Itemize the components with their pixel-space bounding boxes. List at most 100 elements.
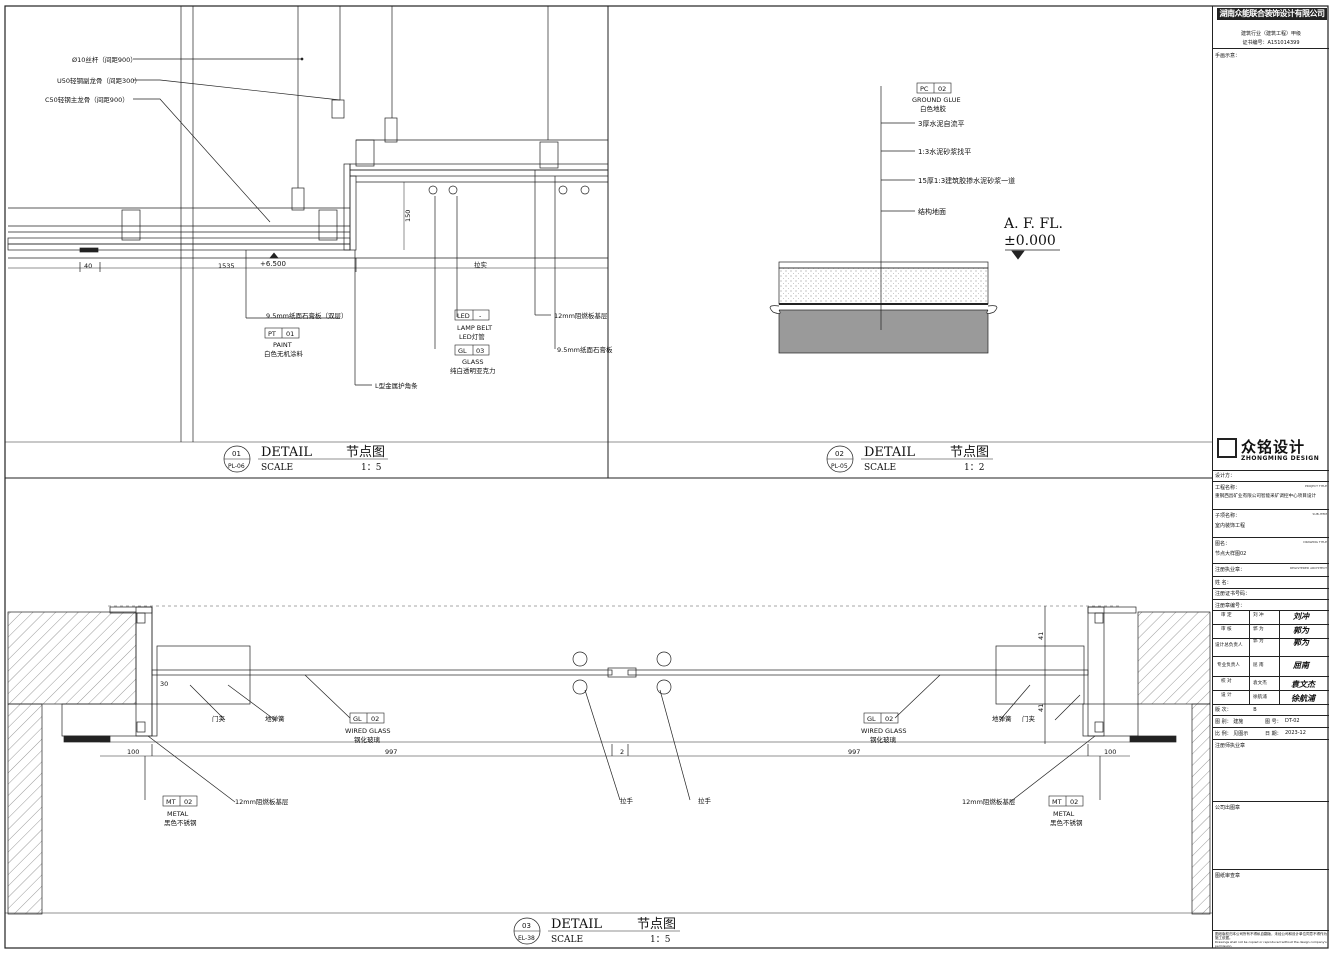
afl-value: ±0.000 — [1004, 233, 1056, 249]
name-label: 姓 名： — [1215, 580, 1232, 586]
svg-text:GL: GL — [867, 715, 876, 723]
firm-name: 湖南众能联合装饰设计有限公司 — [1217, 8, 1327, 20]
dim-100-right: 100 — [1104, 748, 1116, 756]
dim-997-right: 997 — [848, 748, 860, 756]
svg-text:02: 02 — [885, 715, 893, 723]
footer-note: 图纸版权归本公司所有不得私自翻版，未经公司和设计单位同意不得作为施工依据。 — [1215, 932, 1327, 940]
spring-right-label: 地弹簧 — [992, 714, 1012, 723]
svg-text:节点图: 节点图 — [950, 445, 989, 460]
gl02-left-tag: GL 02 WIRED GLASS 钢化玻璃 — [345, 712, 391, 744]
footer-en: Drawings shall not be copied or reproduc… — [1215, 940, 1327, 948]
detail-03-door-plan — [7, 605, 1211, 915]
spring-left-label: 地弹簧 — [265, 714, 285, 723]
firm-logo: 众铭设计 ZHONGMING DESIGN — [1217, 436, 1327, 466]
svg-text:LED: LED — [457, 312, 470, 320]
dim-41-top: 41 — [1037, 632, 1045, 640]
detail-01-title-tag: 01 PL-06 DETAIL 节点图 SCALE 1：5 — [223, 445, 388, 473]
layer-2-label: 1:3水泥砂浆找平 — [918, 147, 971, 156]
cert-no-label: 注册证书号码： — [1215, 591, 1251, 597]
svg-text:LED灯管: LED灯管 — [459, 332, 485, 341]
svg-text:节点图: 节点图 — [346, 445, 385, 460]
dim-150: 150 — [404, 210, 412, 222]
svg-text:MT: MT — [166, 798, 176, 806]
svg-text:DETAIL: DETAIL — [551, 917, 602, 932]
afl-label: A. F. FL. — [1003, 216, 1063, 232]
svg-text:01: 01 — [286, 330, 294, 338]
dim-30: 30 — [160, 680, 168, 688]
svg-text:GROUND GLUE: GROUND GLUE — [912, 96, 961, 104]
svg-text:白色地胶: 白色地胶 — [920, 104, 947, 113]
svg-text:EL-38: EL-38 — [518, 935, 535, 942]
clamp-left-label: 门夹 — [212, 714, 226, 723]
pc-tag: PC 02 GROUND GLUE 白色地胶 — [912, 82, 961, 113]
lmetal-label: L型金属护角条 — [375, 381, 418, 390]
version-value: B — [1253, 707, 1257, 713]
qualification: 建筑行业（建筑工程）甲级 — [1240, 31, 1301, 37]
dim-1535: 1535 — [218, 262, 235, 270]
svg-text:02: 02 — [1070, 798, 1078, 806]
svg-text:PAINT: PAINT — [273, 341, 292, 349]
led-tag: LED - LAMP BELT LED灯管 — [454, 309, 492, 341]
drawing-label: 图名： — [1215, 541, 1231, 547]
svg-text:WIRED GLASS: WIRED GLASS — [345, 727, 391, 735]
dim-100-left: 100 — [127, 748, 139, 756]
svg-text:01: 01 — [232, 450, 241, 458]
board12-label: 12mm阻燃板基层 — [554, 311, 608, 320]
detail-02-floor-section — [769, 86, 1060, 354]
svg-text:GL: GL — [458, 347, 467, 355]
drawing-number: DT-02 — [1285, 718, 1300, 724]
svg-text:纯白透明亚克力: 纯白透明亚克力 — [450, 366, 496, 375]
board12-left-label: 12mm阻燃板基层 — [235, 797, 289, 806]
drawing-name: 节点大样图02 — [1215, 551, 1247, 557]
dim-997-left: 997 — [385, 748, 397, 756]
handle-left-label: 拉手 — [620, 796, 634, 805]
svg-text:GL: GL — [353, 715, 362, 723]
svg-text:03: 03 — [522, 922, 531, 930]
stamp-company: 公司出图章 — [1215, 805, 1241, 811]
project-name: 重钢西昌矿业有限公司智能采矿调控中心项目设计 — [1215, 494, 1317, 499]
svg-text:SCALE: SCALE — [864, 463, 896, 473]
svg-text:02: 02 — [184, 798, 192, 806]
detail-02-title-tag: 02 PL-05 DETAIL 节点图 SCALE 1：2 — [826, 445, 993, 473]
scale-value: 见图示 — [1233, 731, 1249, 737]
svg-text:METAL: METAL — [1053, 810, 1075, 818]
subitem-label: 子项名称： — [1215, 513, 1241, 519]
svg-text:SCALE: SCALE — [551, 935, 583, 945]
svg-text:节点图: 节点图 — [637, 917, 676, 932]
detail-03-title-tag: 03 EL-38 DETAIL 节点图 SCALE 1：5 — [513, 917, 680, 945]
svg-text:02: 02 — [835, 450, 844, 458]
gypsum-label: 9.5mm纸面石膏板（双层） — [266, 311, 348, 320]
svg-text:白色无机涂料: 白色无机涂料 — [264, 349, 304, 358]
sheet-frame — [4, 5, 1329, 949]
svg-text:GLASS: GLASS — [462, 358, 484, 366]
detail-01-labels: Ø10丝杆（间距900） U50轻钢副龙骨（间距300） C50轻钢主龙骨（间距… — [45, 55, 613, 390]
svg-text:PL-06: PL-06 — [228, 463, 245, 470]
svg-text:LAMP BELT: LAMP BELT — [457, 324, 492, 332]
layer-3-label: 15厚1:3建筑胶掺水泥砂浆一道 — [918, 176, 1015, 185]
reg-label: 注册执业章： — [1215, 567, 1246, 573]
mt02-right-tag: MT 02 METAL 黑色不锈钢 — [1048, 795, 1084, 827]
gl02-right-tag: GL 02 WIRED GLASS 钢化玻璃 — [861, 712, 907, 744]
svg-text:黑色不锈钢: 黑色不锈钢 — [164, 818, 197, 827]
svg-text:METAL: METAL — [167, 810, 189, 818]
svg-text:03: 03 — [476, 347, 484, 355]
svg-text:1：2: 1：2 — [964, 463, 984, 473]
detail-03-labels: 门夹 地弹簧 门夹 地弹簧 GL 02 WIRED GLASS 钢化玻璃 GL … — [127, 632, 1116, 827]
level-label: +6.500 — [260, 260, 286, 268]
layer-1-label: 3厚水泥自流平 — [918, 119, 964, 128]
project-label: 工程名称： — [1215, 485, 1241, 491]
svg-text:02: 02 — [938, 85, 946, 93]
layer-4-label: 结构地面 — [918, 207, 946, 216]
svg-text:PL-05: PL-05 — [831, 463, 848, 470]
subitem-name: 室内装饰工程 — [1215, 523, 1246, 529]
board12-right-label: 12mm阻燃板基层 — [962, 797, 1016, 806]
designer-label: 设计方： — [1215, 473, 1236, 479]
detail-01-ceiling-section — [7, 6, 609, 442]
category-value: 建施 — [1233, 719, 1244, 725]
seal-no-label: 注册章编号： — [1215, 603, 1246, 609]
dim-40: 40 — [84, 262, 92, 270]
svg-text:钢化玻璃: 钢化玻璃 — [870, 735, 897, 744]
svg-text:PC: PC — [920, 85, 929, 93]
title-block: 湖南众能联合装饰设计有限公司 建筑行业（建筑工程）甲级 证书编号：A151014… — [1212, 6, 1329, 948]
